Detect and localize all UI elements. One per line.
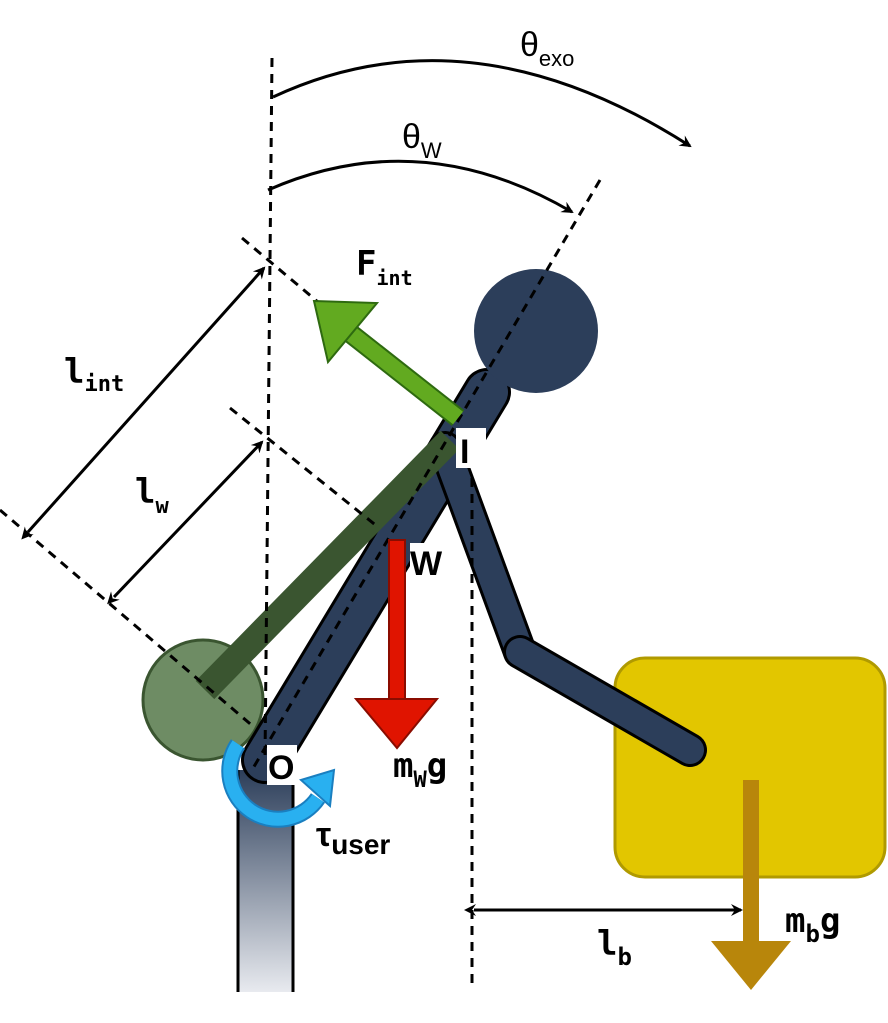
vertical-reference-line	[263, 57, 274, 761]
point-o-label: O	[268, 749, 294, 787]
l-int-ref-line-top	[241, 236, 319, 304]
user-forearm-fill	[506, 638, 704, 764]
l-w-dimension-arrow	[107, 440, 264, 605]
reference-lines	[0, 57, 602, 990]
l-w-ref-line-top	[229, 406, 379, 529]
l-int-dimension-arrow	[21, 266, 266, 540]
point-w-background	[410, 543, 448, 581]
f-int-label: Fint	[356, 244, 413, 290]
tau-user-label: τuser	[316, 816, 390, 860]
trunk-axis-line	[250, 179, 602, 771]
theta-exo-label: θexo	[520, 26, 574, 71]
theta-w-label: θW	[402, 118, 442, 163]
f-int-arrow	[312, 299, 465, 426]
exo-arm	[195, 430, 460, 700]
point-i-label: I	[460, 433, 469, 471]
mwg-label: mWg	[393, 746, 447, 793]
mbg-label: mbg	[785, 901, 840, 948]
user-head	[474, 269, 598, 393]
l-w-label: lw	[135, 472, 169, 519]
theta-w-arc	[267, 159, 574, 214]
l-b-label: lb	[597, 924, 632, 971]
mbg-arrow	[711, 780, 791, 990]
mwg-arrow	[353, 539, 440, 750]
torque-curved-arrow-icon	[221, 739, 336, 828]
point-i-background	[456, 428, 486, 468]
point-o-background	[267, 745, 297, 785]
user-upper-arm-fill	[431, 434, 534, 666]
exo-arm-base-ref-line	[0, 508, 256, 730]
point-w-label: W	[410, 545, 443, 583]
l-int-label: lint	[64, 352, 124, 397]
theta-exo-arc	[272, 59, 692, 148]
